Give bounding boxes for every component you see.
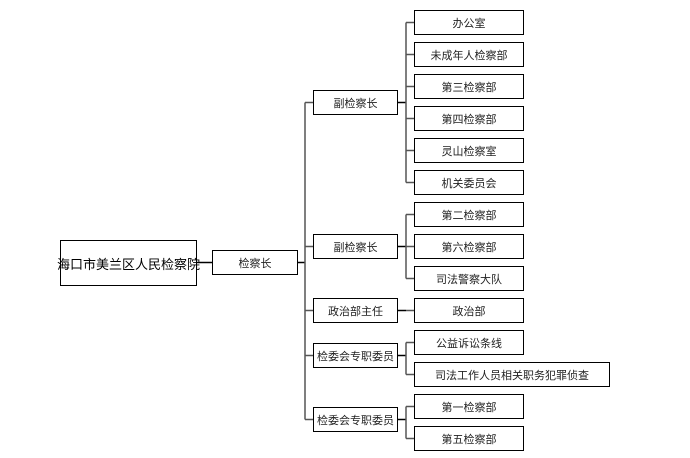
node-leaf[interactable]: 第一检察部 — [414, 394, 524, 419]
node-leaf[interactable]: 第三检察部 — [414, 74, 524, 99]
node-political-director[interactable]: 政治部主任 — [313, 298, 398, 323]
node-chief[interactable]: 检察长 — [212, 250, 298, 275]
node-committee-member-1[interactable]: 检委会专职委员 — [313, 343, 398, 368]
node-leaf[interactable]: 第四检察部 — [414, 106, 524, 131]
node-leaf[interactable]: 机关委员会 — [414, 170, 524, 195]
node-committee-member-2[interactable]: 检委会专职委员 — [313, 407, 398, 432]
node-leaf[interactable]: 司法工作人员相关职务犯罪侦查 — [414, 362, 610, 387]
node-leaf[interactable]: 办公室 — [414, 10, 524, 35]
node-leaf[interactable]: 未成年人检察部 — [414, 42, 524, 67]
node-root[interactable]: 海口市美兰区人民检察院 — [57, 240, 200, 286]
node-deputy-1[interactable]: 副检察长 — [313, 90, 398, 115]
node-deputy-2[interactable]: 副检察长 — [313, 234, 398, 259]
node-leaf[interactable]: 政治部 — [414, 298, 524, 323]
node-leaf[interactable]: 灵山检察室 — [414, 138, 524, 163]
node-leaf[interactable]: 公益诉讼条线 — [414, 330, 524, 355]
node-leaf[interactable]: 第二检察部 — [414, 202, 524, 227]
node-leaf[interactable]: 司法警察大队 — [414, 266, 524, 291]
node-leaf[interactable]: 第五检察部 — [414, 426, 524, 451]
node-leaf[interactable]: 第六检察部 — [414, 234, 524, 259]
